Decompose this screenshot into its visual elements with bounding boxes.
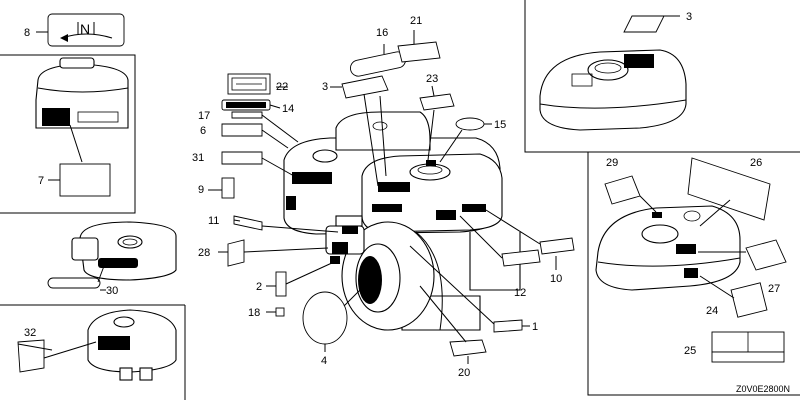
callout-3-tank: 3	[686, 11, 692, 23]
panel-air-cleaner-variant	[47, 221, 177, 289]
callout-9: 9	[198, 184, 204, 196]
loose-labels	[221, 41, 575, 357]
callout-7: 7	[38, 175, 44, 187]
callout-15: 15	[494, 119, 506, 131]
leader-lines	[17, 30, 557, 364]
callout-6: 6	[200, 125, 206, 137]
callout-12: 12	[514, 287, 526, 299]
callout-23: 23	[426, 73, 438, 85]
callout-26: 26	[750, 157, 762, 169]
panel-fuel-tank-bottom	[595, 157, 787, 363]
callout-20: 20	[458, 367, 470, 379]
callouts: 8 7 30 32 22 14 17 6 31 9 11 28 2 18 4 3…	[24, 11, 780, 379]
callout-28: 28	[198, 247, 210, 259]
panel-air-cleaner	[35, 57, 129, 197]
callout-31: 31	[192, 152, 204, 164]
callout-3-main: 3	[322, 81, 328, 93]
panel-fuel-tank-top	[539, 15, 687, 131]
part-code: Z0V0E2800N	[736, 384, 790, 394]
callout-27: 27	[768, 283, 780, 295]
callout-22: 22	[276, 81, 288, 93]
callout-18: 18	[248, 307, 260, 319]
callout-29: 29	[606, 157, 618, 169]
callout-4: 4	[321, 355, 327, 367]
main-engine	[283, 111, 521, 331]
callout-32: 32	[24, 327, 36, 339]
callout-21: 21	[410, 15, 422, 27]
callout-1: 1	[532, 321, 538, 333]
callout-16: 16	[376, 27, 388, 39]
panel-direction-label: N	[47, 13, 125, 47]
callout-30: 30	[106, 285, 118, 297]
callout-2: 2	[256, 281, 262, 293]
callout-24: 24	[706, 305, 718, 317]
panel-air-cleaner-variant-b	[17, 309, 177, 381]
callout-25: 25	[684, 345, 696, 357]
callout-14: 14	[282, 103, 294, 115]
callout-11: 11	[208, 215, 219, 227]
svg-text:N: N	[80, 21, 90, 37]
callout-10: 10	[550, 273, 562, 285]
callout-17: 17	[198, 110, 210, 122]
callout-8: 8	[24, 27, 30, 39]
